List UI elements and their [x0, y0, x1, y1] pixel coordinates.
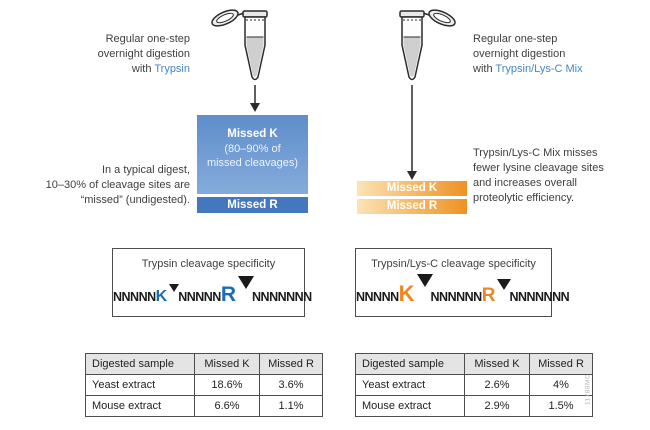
microcentrifuge-tube-icon — [209, 5, 283, 87]
missed-cleavage-box-trypsin: Missed K (80–90% of missed cleavages) Mi… — [197, 115, 308, 213]
lysine-residue: K — [398, 274, 433, 307]
right-note-line4: proteolytic efficiency. — [473, 192, 575, 204]
trypsin-results-table: Digested sample Missed K Missed R Yeast … — [85, 353, 323, 417]
header-missed-r: Missed R — [529, 353, 593, 375]
sample-name: Mouse extract — [355, 395, 465, 417]
figure-number-watermark: 11788MC — [584, 373, 592, 406]
left-caption: Regular one-step overnight digestion wit… — [30, 32, 190, 77]
right-note-line2: fewer lysine cleavage sites — [473, 162, 604, 174]
missed-r-value: 1.1% — [259, 395, 323, 417]
table-row: Mouse extract 6.6% 1.1% — [85, 395, 323, 417]
missed-r-value: 1.5% — [529, 395, 593, 417]
trypsin-lysc-specificity-title: Trypsin/Lys-C cleavage specificity — [371, 258, 536, 270]
lysine-letter: K — [398, 281, 415, 306]
missed-k-value: 2.6% — [464, 374, 530, 396]
tube-cap-open — [422, 9, 456, 27]
lysine-residue: K — [155, 284, 180, 306]
right-caption-enzyme: Trypsin/Lys-C Mix — [495, 63, 583, 75]
sample-name: Mouse extract — [85, 395, 195, 417]
right-caption: Regular one-step overnight digestion wit… — [473, 32, 643, 77]
missed-r-bar-orange: Missed R — [357, 199, 467, 214]
missed-k-block: Missed K (80–90% of missed cleavages) — [197, 115, 308, 194]
cleavage-site-triangle-icon — [169, 284, 180, 292]
trypsin-lysc-sequence: NNNNNK NNNNNNR NNNNNNN — [356, 274, 570, 307]
left-note: In a typical digest, 10–30% of cleavage … — [10, 163, 190, 208]
lysine-letter: K — [155, 288, 168, 305]
arginine-residue: R — [481, 279, 512, 307]
right-caption-line1: Regular one-step — [473, 33, 558, 45]
missed-k-value: 18.6% — [194, 374, 260, 396]
left-caption-with: with — [131, 63, 155, 75]
down-arrow-icon-left — [250, 85, 260, 112]
table-row: Yeast extract 18.6% 3.6% — [85, 374, 323, 396]
table-row: Mouse extract 2.9% 1.5% — [355, 395, 593, 417]
arginine-residue: R — [220, 276, 255, 307]
trypsin-lysc-specificity-box: Trypsin/Lys-C cleavage specificity NNNNN… — [355, 248, 570, 317]
left-caption-line1: Regular one-step — [105, 33, 190, 45]
cleavage-site-triangle-icon — [497, 279, 512, 290]
table-header-row: Digested sample Missed K Missed R — [355, 353, 593, 375]
sequence-residues: NNNNN — [356, 290, 399, 304]
sequence-residues: NNNNNN — [430, 290, 483, 304]
sequence-residues: NNNNNNN — [252, 290, 312, 304]
header-missed-k: Missed K — [464, 353, 530, 375]
left-note-line2: 10–30% of cleavage sites are — [45, 179, 190, 191]
cleavage-site-triangle-icon — [238, 276, 255, 289]
missed-k-value: 6.6% — [194, 395, 260, 417]
right-caption-line3: with Trypsin/Lys-C Mix — [473, 62, 643, 77]
sequence-residues: NNNNN — [113, 290, 156, 304]
left-caption-line3: with Trypsin — [30, 62, 190, 77]
missed-k-bar-orange: Missed K — [357, 181, 467, 196]
tube-cap-open — [211, 9, 245, 27]
table-row: Yeast extract 2.6% 4% — [355, 374, 593, 396]
cleavage-site-triangle-icon — [416, 274, 433, 287]
header-missed-k: Missed K — [194, 353, 260, 375]
sample-name: Yeast extract — [85, 374, 195, 396]
right-caption-with: with — [473, 63, 496, 75]
missed-k-label: Missed K — [227, 128, 278, 140]
left-note-line3: “missed” (undigested). — [80, 194, 190, 206]
missed-k-value: 2.9% — [464, 395, 530, 417]
sequence-residues: NNNNNNN — [509, 290, 570, 304]
right-note-line1: Trypsin/Lys-C Mix misses — [473, 147, 598, 159]
missed-k-subtitle-line2: missed cleavages) — [206, 157, 299, 169]
right-note: Trypsin/Lys-C Mix misses fewer lysine cl… — [473, 146, 643, 206]
trypsin-specificity-title: Trypsin cleavage specificity — [141, 258, 276, 270]
right-caption-line2: overnight digestion — [473, 48, 566, 60]
missed-r-value: 4% — [529, 374, 593, 396]
trypsin-lysc-results-table: Digested sample Missed K Missed R Yeast … — [355, 353, 593, 417]
arginine-letter: R — [481, 285, 496, 306]
sample-name: Yeast extract — [355, 374, 465, 396]
right-note-line3: and increases overall — [473, 177, 577, 189]
missed-r-value: 3.6% — [259, 374, 323, 396]
microcentrifuge-tube-icon — [384, 5, 458, 87]
header-missed-r: Missed R — [259, 353, 323, 375]
down-arrow-icon-right — [407, 85, 417, 180]
header-digested-sample: Digested sample — [355, 353, 465, 375]
missed-cleavage-bars-lysc: Missed K Missed R — [357, 181, 467, 217]
missed-r-bar: Missed R — [197, 197, 308, 213]
sequence-residues: NNNNN — [178, 290, 221, 304]
left-note-line1: In a typical digest, — [101, 164, 190, 176]
table-header-row: Digested sample Missed K Missed R — [85, 353, 323, 375]
left-caption-line2: overnight digestion — [97, 48, 190, 60]
header-digested-sample: Digested sample — [85, 353, 195, 375]
arginine-letter: R — [220, 283, 237, 306]
missed-k-subtitle-line1: (80–90% of — [224, 143, 281, 155]
left-caption-enzyme: Trypsin — [154, 63, 190, 75]
